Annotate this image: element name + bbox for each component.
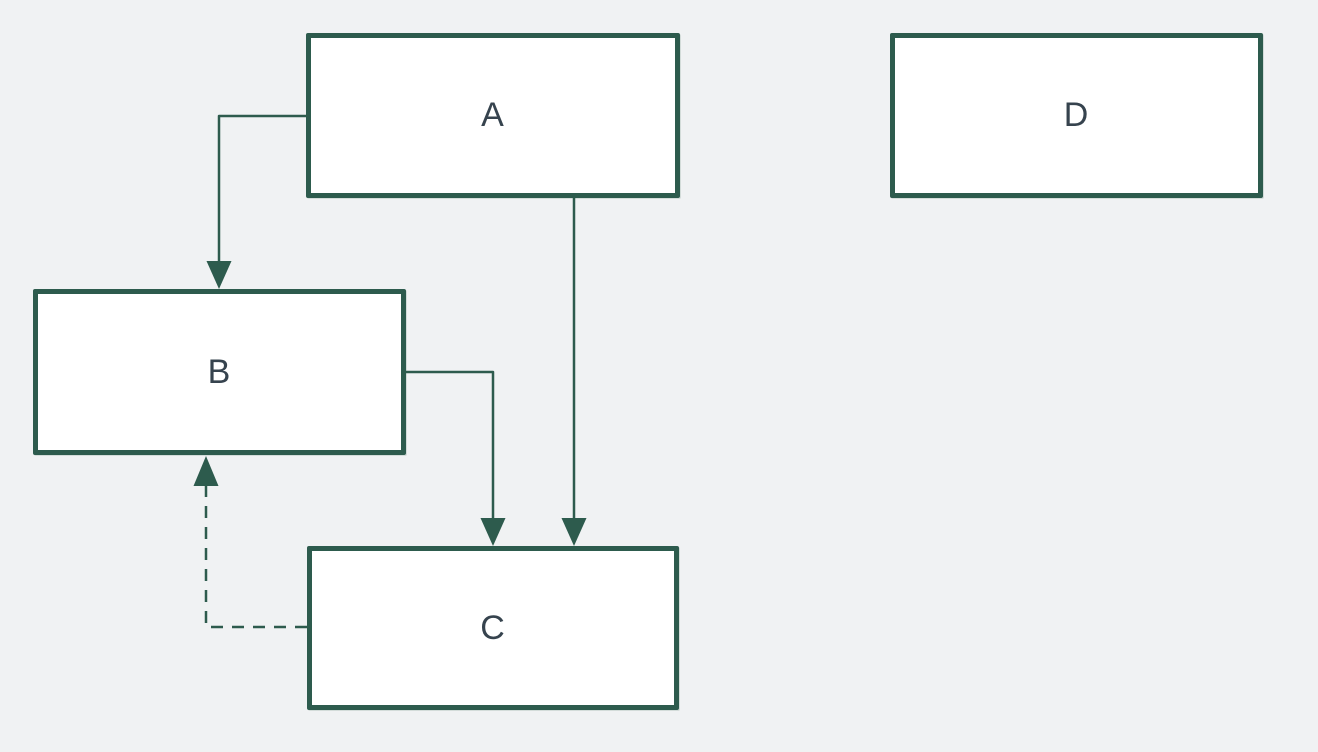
- node-C-label: C: [480, 608, 506, 647]
- node-B-label: B: [207, 352, 232, 391]
- node-B[interactable]: B: [33, 289, 406, 455]
- arrowhead-into-B-top: [206, 261, 232, 289]
- arrowhead-into-C-top-left: [480, 518, 506, 546]
- edge-C-to-B-line[interactable]: [204, 486, 307, 629]
- edge-B-to-C[interactable]: [406, 370, 506, 546]
- node-A[interactable]: A: [306, 33, 680, 198]
- node-A-label: A: [481, 96, 505, 134]
- node-C[interactable]: C: [307, 546, 679, 710]
- node-D-label: D: [1063, 96, 1090, 134]
- edge-A-to-B-line[interactable]: [217, 114, 306, 263]
- edge-C-to-B-dashed[interactable]: [193, 456, 308, 629]
- arrowhead-into-C-top-right: [561, 518, 587, 546]
- edge-B-to-C-line[interactable]: [406, 370, 495, 520]
- arrowhead-into-B-bottom: [193, 456, 219, 486]
- edge-A-to-C[interactable]: [561, 197, 587, 546]
- edge-A-to-B[interactable]: [206, 114, 307, 289]
- node-D[interactable]: D: [890, 33, 1263, 198]
